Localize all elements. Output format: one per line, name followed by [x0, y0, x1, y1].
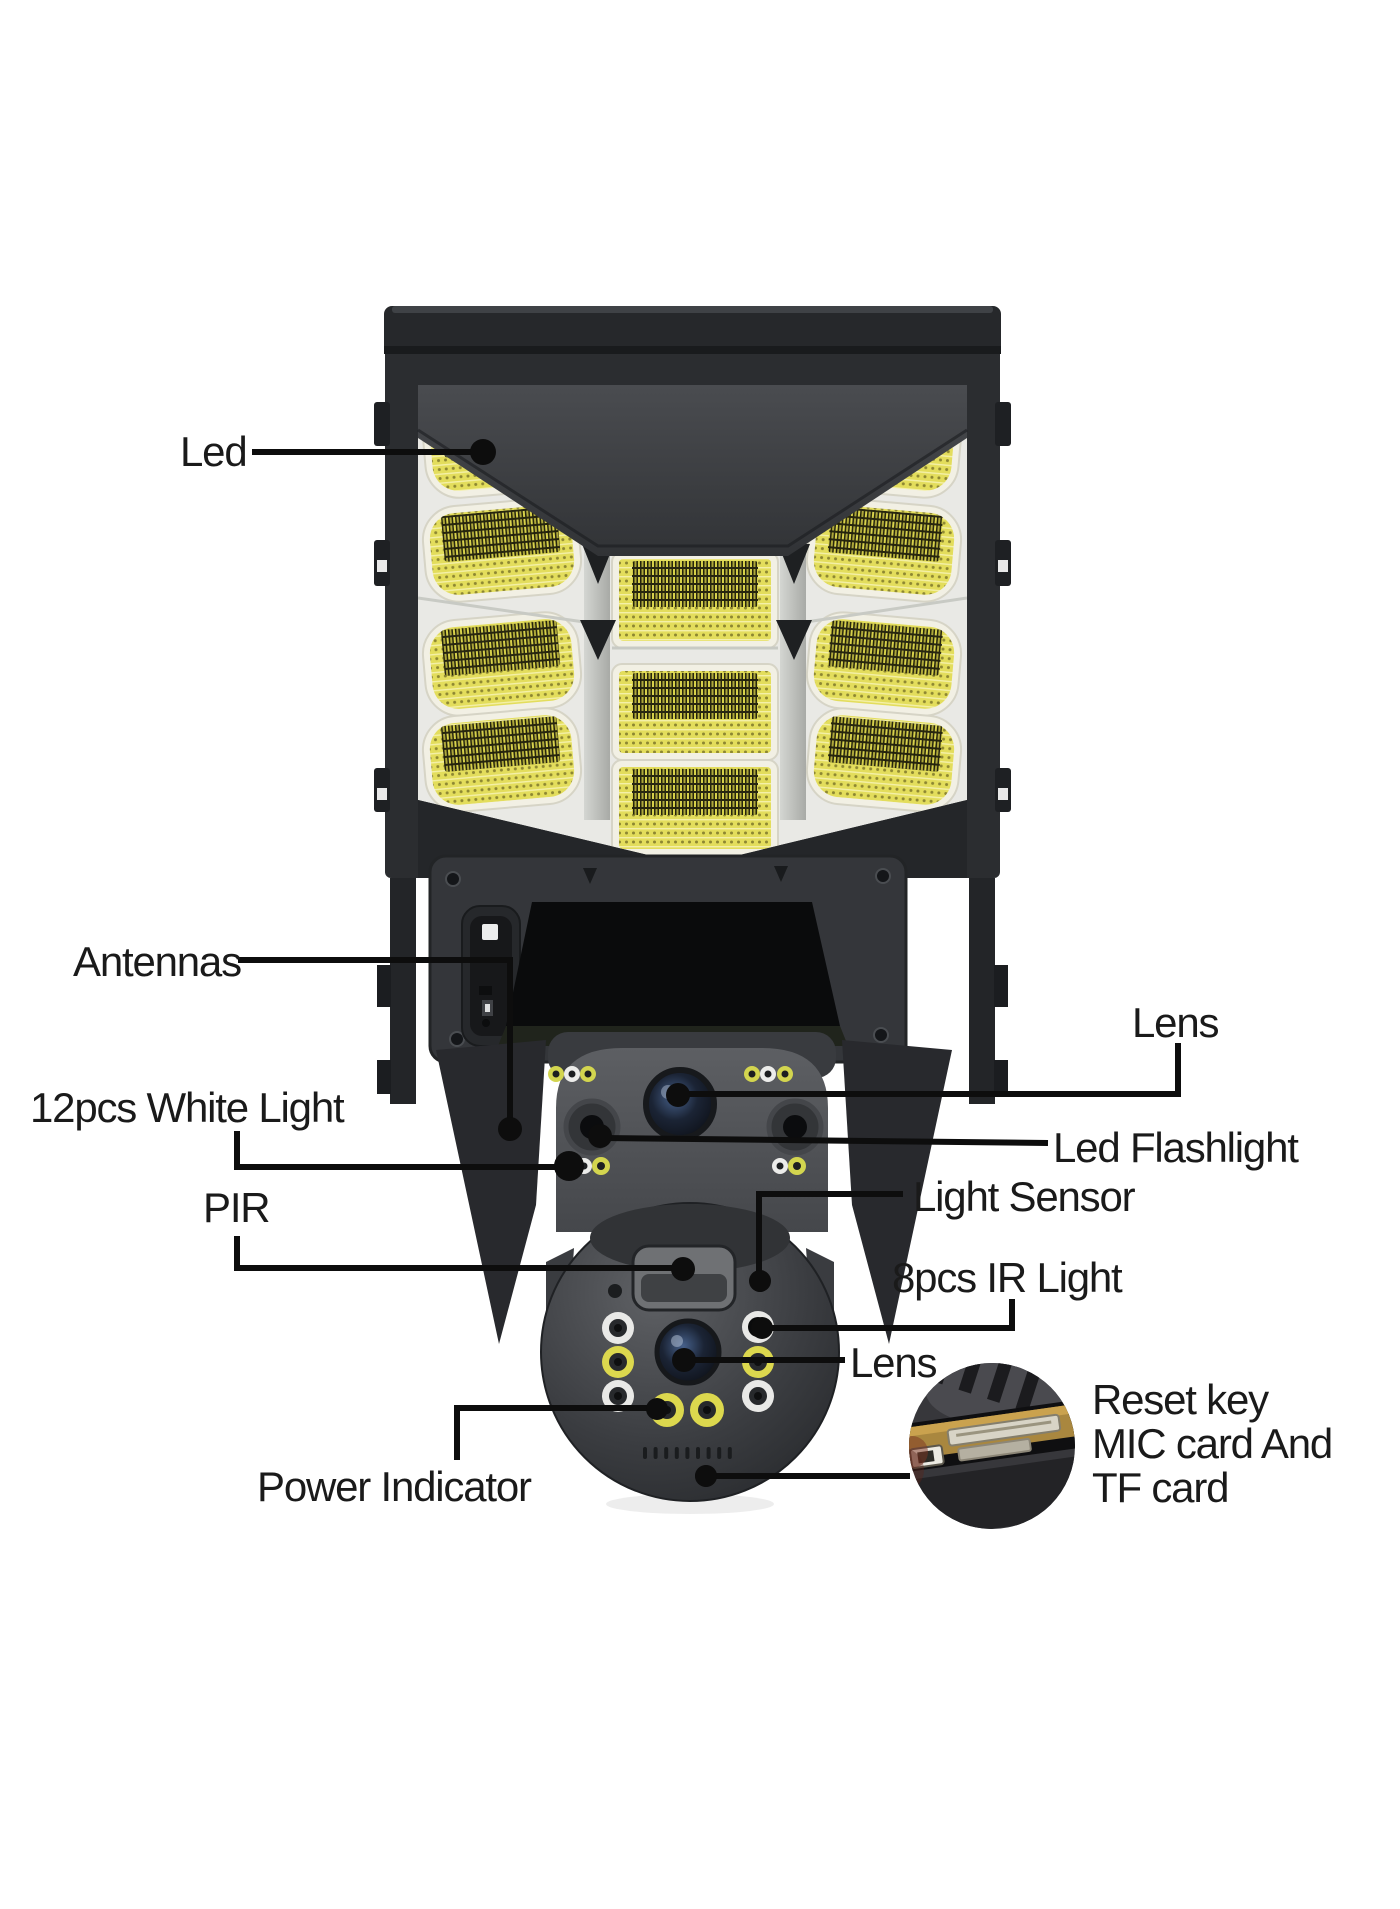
label-lens-top: Lens: [1132, 999, 1219, 1046]
power-indicator-callout-dot: [646, 1398, 668, 1420]
label-light-sensor: Light Sensor: [913, 1173, 1136, 1220]
light-sensor-callout-dot: [749, 1270, 771, 1292]
ball-led-column-left: [602, 1312, 634, 1412]
plate-screws: [445, 868, 891, 1047]
speaker-slot: [664, 1447, 669, 1459]
label-white-light: 12pcs White Light: [30, 1084, 345, 1131]
led-flashlight-callout-line: [603, 1135, 1049, 1146]
led-module: [611, 551, 779, 649]
led-module: [805, 611, 963, 717]
led-module: [421, 611, 583, 717]
led-callout-dot: [470, 439, 496, 465]
label-reset-card-line: TF card: [1092, 1464, 1229, 1512]
speaker-slot: [717, 1447, 722, 1459]
white-light-leds-bottom: [576, 1157, 806, 1175]
ir-light-callout-dot: [751, 1317, 773, 1339]
led-flashlight-callout-dot: [588, 1124, 612, 1148]
white-light-callout-dot: [554, 1151, 584, 1181]
label-led: Led: [180, 428, 248, 475]
speaker-slot: [685, 1447, 690, 1459]
speaker-slot: [706, 1447, 711, 1459]
solar-cap: [384, 306, 1001, 354]
label-antennas: Antennas: [73, 938, 242, 985]
led-module: [805, 497, 963, 603]
label-pir: PIR: [203, 1184, 271, 1231]
reset-card-callout-dot: [695, 1465, 717, 1487]
power-indicator-callout-line: [454, 1405, 650, 1460]
mic-card-slot: [957, 1437, 1032, 1462]
led-module: [805, 707, 963, 813]
led-module: [611, 663, 779, 761]
antennas-callout-line: [238, 957, 513, 1126]
panel-seams: [418, 596, 967, 650]
speaker-slot: [653, 1447, 658, 1459]
speaker-slot: [643, 1447, 647, 1459]
led-module: [421, 497, 583, 603]
led-module: [421, 707, 583, 813]
lens-bottom-callout-dot: [672, 1348, 696, 1372]
white-light-callout-line: [234, 1131, 566, 1170]
speaker-grill: [643, 1447, 732, 1459]
indicator-hole: [608, 1284, 622, 1298]
white-light-leds-top: [548, 1066, 793, 1082]
label-reset-card-line: MIC card And: [1092, 1420, 1333, 1468]
ball-lens-glint: [671, 1335, 683, 1347]
antennas-callout-dot: [498, 1117, 522, 1141]
pir-callout-line: [234, 1236, 678, 1271]
housing-side-tabs: [374, 402, 1011, 812]
label-ir-light: 8pcs IR Light: [892, 1254, 1123, 1301]
lens-top-callout-line: [682, 1043, 1181, 1097]
antenna-recess: [461, 905, 521, 1047]
label-led-flashlight: Led Flashlight: [1053, 1124, 1299, 1171]
lamp-hood: [417, 385, 968, 556]
side-rails: [377, 878, 1008, 1104]
label-reset-card-line: Reset key: [1092, 1376, 1269, 1423]
ir-light-callout-line: [766, 1299, 1015, 1331]
speaker-slot: [727, 1447, 732, 1459]
label-lens-bottom: Lens: [850, 1339, 937, 1386]
light-sensor-callout-line: [756, 1191, 903, 1276]
speaker-slot: [674, 1447, 679, 1459]
label-power-indicator: Power Indicator: [257, 1463, 532, 1510]
pir-callout-dot: [671, 1257, 695, 1281]
speaker-slot: [696, 1447, 700, 1459]
lens-top-callout-dot: [666, 1083, 690, 1107]
led-module: [611, 759, 779, 857]
